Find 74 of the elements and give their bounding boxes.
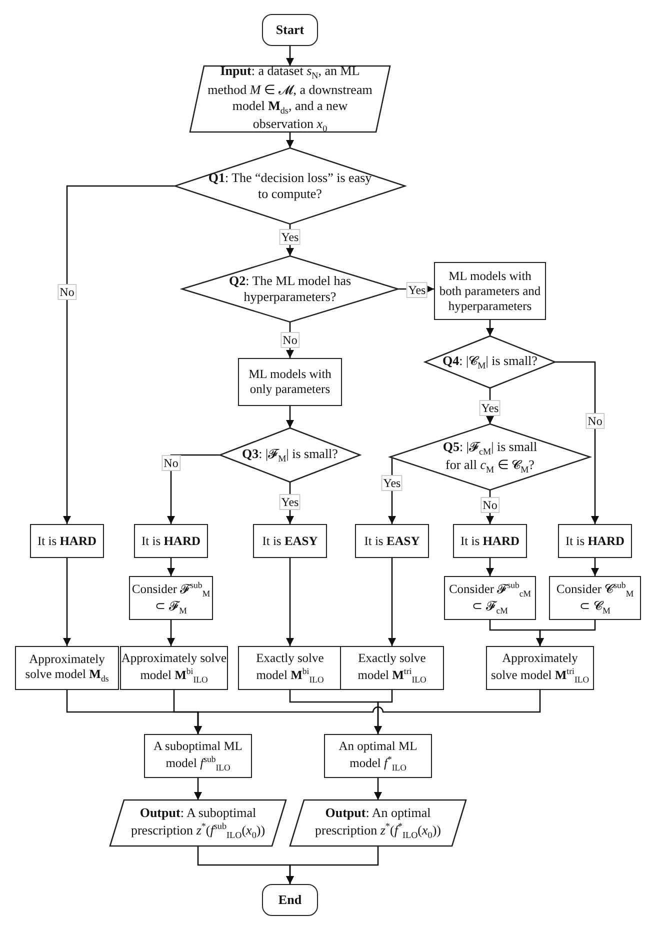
process-box — [324, 734, 432, 778]
input-output-parallelogram — [190, 66, 390, 132]
terminal-box — [262, 14, 318, 46]
arrow — [286, 558, 294, 646]
decision-diamond — [220, 428, 360, 482]
node-text: Q3: |𝓕$_{M}$| is small? — [241, 446, 339, 464]
arrow — [286, 482, 294, 524]
process-box — [558, 524, 632, 558]
node-text: It is EASY — [261, 534, 319, 548]
node-text: ML models with both parameters and hyperparameters — [438, 268, 542, 314]
node-text: Start — [274, 22, 306, 38]
arrow — [167, 620, 175, 646]
input-output-parallelogram — [110, 800, 286, 846]
node-text: Output: A suboptimal prescription z$^{*}$(f$^{sub}$$_{ILO}$(x$_{0}$)) — [130, 805, 266, 841]
arrow — [536, 620, 596, 646]
edge-label: No — [586, 413, 604, 429]
process-box — [15, 646, 119, 690]
edge-label: Yes — [479, 400, 501, 416]
node-text: Input: a dataset s$_{N}$, an ML method M ∈ 𝓜, a downstream model M$_{ds}$, and a new observation x$_{0}$ — [206, 63, 374, 135]
edge-label: No — [162, 455, 180, 471]
edge-label: Yes — [279, 494, 301, 510]
arrow — [486, 558, 494, 576]
arrow — [555, 361, 599, 524]
process-box — [355, 524, 429, 558]
process-box — [30, 524, 104, 558]
edge-label: No — [480, 497, 500, 513]
arrow — [388, 558, 396, 646]
arrow — [591, 558, 599, 576]
process-box — [549, 576, 641, 620]
decision-diamond — [175, 148, 405, 224]
node-text: It is EASY — [363, 534, 421, 548]
process-box — [134, 524, 208, 558]
terminal-box — [262, 884, 318, 916]
input-output-parallelogram — [290, 800, 466, 846]
node-text: Q4: |𝓒$_{M}$| is small? — [442, 352, 538, 372]
arrow — [374, 690, 393, 734]
node-text: It is HARD — [564, 534, 626, 548]
edge-label: Yes — [279, 229, 301, 245]
node-text: It is HARD — [140, 534, 202, 548]
node-text: Q1: The “decision loss” is easy to compute? — [208, 170, 372, 202]
node-text: It is HARD — [459, 534, 521, 548]
edge-label: No — [280, 332, 300, 348]
arrow — [63, 185, 175, 524]
node-text: Output: An optimal prescription z$^{*}$(f$^{*}$$_{ILO}$(x$_{0}$)) — [314, 805, 442, 841]
process-box — [238, 358, 342, 406]
arrow — [286, 132, 294, 148]
arrow — [286, 46, 294, 66]
arrow — [194, 778, 202, 800]
arrow — [194, 690, 541, 734]
process-box — [340, 646, 444, 690]
arrow — [486, 320, 494, 336]
arrow — [167, 558, 175, 576]
arrow — [286, 846, 379, 884]
node-text: Q2: The ML model has hyperparameters? — [228, 273, 352, 305]
process-box — [144, 734, 252, 778]
arrow — [63, 558, 71, 646]
node-text: Q5: |𝓕$_{cM}$| is small for all c$_{M}$ ∈ 𝓒$_{M}$? — [442, 438, 538, 476]
arrow — [388, 456, 396, 524]
edge-label: Yes — [406, 282, 428, 298]
process-box — [238, 646, 342, 690]
node-text: It is HARD — [36, 534, 98, 548]
node-text: End — [277, 892, 303, 908]
node-text: Approximately solve model M$_{ds}$ — [24, 652, 110, 684]
arrow — [286, 406, 294, 428]
node-text: ML models with only parameters — [248, 367, 332, 397]
arrow — [167, 454, 220, 524]
decision-diamond — [182, 256, 398, 322]
process-box — [453, 524, 527, 558]
arrow — [374, 778, 382, 800]
decision-diamond — [425, 336, 555, 388]
process-box — [253, 524, 327, 558]
process-box — [434, 262, 546, 320]
edge-label: No — [58, 284, 76, 300]
edge-label: Yes — [381, 475, 403, 491]
